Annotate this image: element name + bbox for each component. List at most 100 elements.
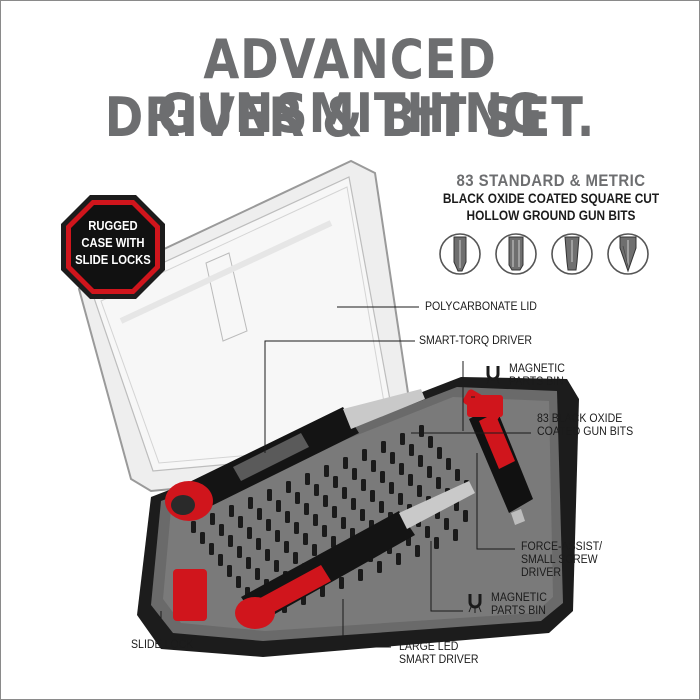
gun-bit-icon	[247, 527, 252, 539]
gun-bit-icon	[218, 554, 223, 566]
magnet-icon	[486, 366, 500, 385]
gun-bit-icon	[341, 517, 346, 529]
badge-line-3: SLIDE LOCKS	[75, 253, 151, 267]
gun-bit-icon	[322, 525, 327, 537]
gun-bit-icon	[294, 522, 299, 534]
gun-bit-icon	[408, 474, 413, 486]
gun-bit-icon	[437, 447, 442, 459]
gun-bit-icon	[293, 552, 298, 564]
gun-bit-icon	[351, 498, 356, 510]
gun-bit-icon	[266, 519, 271, 531]
gun-bit-icon	[209, 543, 214, 555]
gun-bit-icon	[248, 497, 253, 509]
gun-bit-icon	[324, 465, 329, 477]
gun-bit-icon	[228, 535, 233, 547]
gun-bit-icon	[377, 561, 382, 573]
bits-description-line-1: BLACK OXIDE COATED SQUARE CUT	[442, 191, 660, 206]
gun-bit-icon	[246, 557, 251, 569]
gun-bit-icon	[428, 436, 433, 448]
gun-bit-icon	[333, 476, 338, 488]
slotted-bit-icon	[439, 233, 481, 275]
gun-bit-icon	[313, 514, 318, 526]
badge-line-2: CASE WITH	[81, 236, 145, 250]
rugged-case-badge	[61, 195, 165, 299]
gun-bit-icon	[379, 501, 384, 513]
bits-description-line-2: HOLLOW GROUND GUN BITS	[466, 208, 636, 223]
gun-bit-icon	[229, 505, 234, 517]
gun-bit-icon	[238, 516, 243, 528]
gun-bit-icon	[304, 503, 309, 515]
slide-lock-left-icon	[173, 569, 207, 621]
polycarbonate-lid-icon	[77, 159, 419, 493]
gun-bit-icon	[381, 441, 386, 453]
gun-bit-icon	[362, 449, 367, 461]
gun-bit-icon	[339, 577, 344, 589]
gun-bit-icon	[396, 553, 401, 565]
gun-bit-icon	[400, 433, 405, 445]
gun-bit-icon	[237, 546, 242, 558]
bits-count-heading: 83 STANDARD & METRIC	[456, 171, 646, 190]
callout-force-assist-driver: FORCE-ASSIST/ SMALL SCREW DRIVER	[521, 541, 603, 580]
gun-bit-icon	[399, 463, 404, 475]
gun-bit-icon	[274, 560, 279, 572]
gun-bit-icon	[227, 565, 232, 577]
gun-bit-icon	[389, 482, 394, 494]
gun-bit-icon	[236, 576, 241, 588]
gun-bit-icon	[434, 537, 439, 549]
gun-bit-icon	[276, 500, 281, 512]
gun-bit-icon	[358, 569, 363, 581]
gun-bit-icon	[284, 541, 289, 553]
slide-lock-right-icon	[467, 395, 503, 417]
callout-polycarbonate-lid: POLYCARBONATE LID	[425, 301, 537, 313]
gun-bit-icon	[286, 481, 291, 493]
gun-bit-icon	[352, 468, 357, 480]
gun-bit-icon	[219, 524, 224, 536]
gun-bit-icon	[295, 492, 300, 504]
headline-line-2: DRIVER & BIT SET.	[104, 86, 596, 149]
gun-bit-icon	[257, 508, 262, 520]
gun-bit-icon	[417, 485, 422, 497]
gun-bit-icon	[436, 477, 441, 489]
gun-bit-icon	[305, 473, 310, 485]
gun-bit-icon	[455, 469, 460, 481]
gun-bit-icon	[323, 495, 328, 507]
gun-bit-icon	[320, 585, 325, 597]
gun-bit-icon	[312, 544, 317, 556]
smart-torq-driver-icon	[165, 389, 425, 521]
gun-bit-icon	[331, 536, 336, 548]
gun-bit-icon	[342, 487, 347, 499]
gun-bit-icon	[210, 513, 215, 525]
badge-line-1: RUGGED	[88, 219, 138, 233]
magnet-icon	[468, 594, 482, 613]
callout-slide-lock: SLIDE LOCK	[131, 639, 194, 651]
gun-bit-icon	[371, 460, 376, 472]
gun-bit-icon	[303, 533, 308, 545]
gun-bit-icon	[343, 457, 348, 469]
callout-magnetic-parts-bin-bottom: MAGNETIC PARTS BIN	[491, 592, 547, 618]
phillips-bit-icon	[607, 233, 649, 275]
gun-bit-icon	[427, 466, 432, 478]
gun-bit-icon	[191, 521, 196, 533]
flat-tip-bit-icon	[551, 233, 593, 275]
gun-bit-icon	[463, 510, 468, 522]
gun-bit-icon	[453, 529, 458, 541]
gun-bit-icon	[390, 452, 395, 464]
hex-bit-icon	[495, 233, 537, 275]
gun-bit-icon	[409, 444, 414, 456]
callout-magnetic-parts-bin-top: MAGNETIC PARTS BIN	[509, 363, 565, 389]
gun-bit-icon	[361, 479, 366, 491]
gun-bit-icon	[265, 549, 270, 561]
gun-bit-icon	[418, 455, 423, 467]
gun-bit-icon	[255, 568, 260, 580]
gun-bit-icon	[275, 530, 280, 542]
gun-bit-icon	[415, 545, 420, 557]
callout-gun-bits: 83 BLACK OXIDE COATED GUN BITS	[537, 413, 634, 439]
callout-leader-lines	[160, 306, 531, 648]
gun-bit-icon	[332, 506, 337, 518]
gun-bit-icon	[256, 538, 261, 550]
gun-bit-icon	[370, 490, 375, 502]
large-led-driver-icon	[235, 481, 475, 629]
gun-bit-icon	[398, 493, 403, 505]
